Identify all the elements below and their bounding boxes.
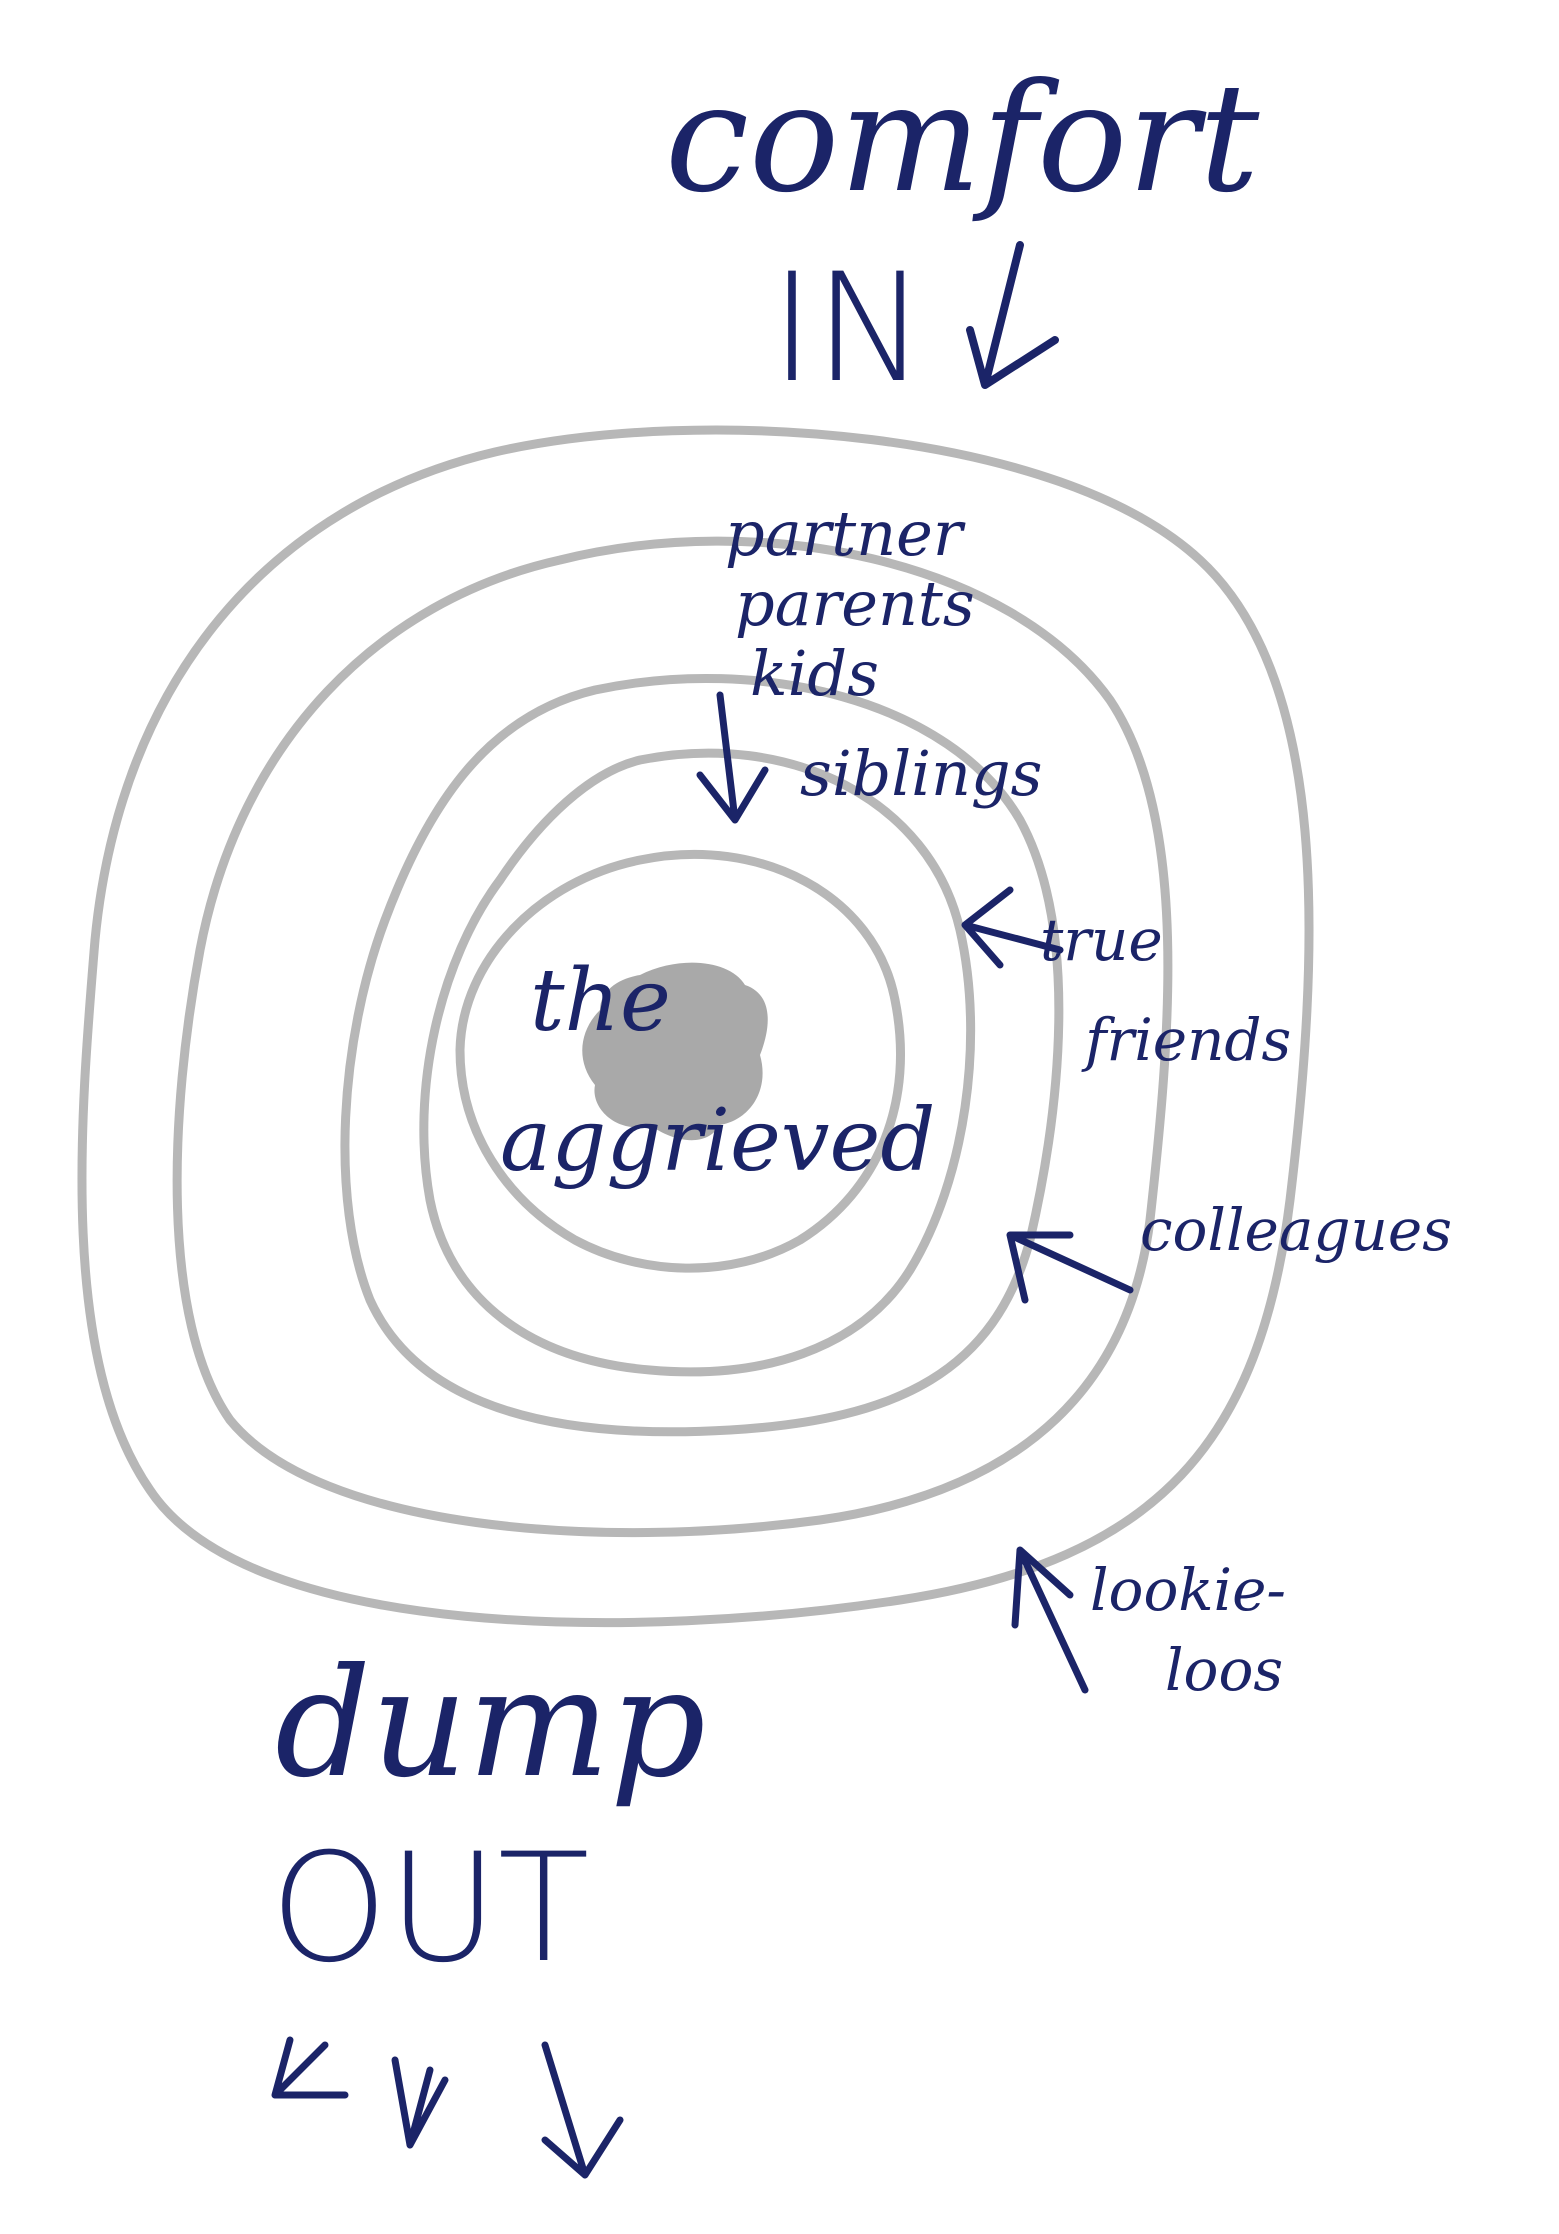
label-siblings: siblings bbox=[800, 737, 1042, 810]
label-the: the bbox=[530, 951, 671, 1051]
ring-2 bbox=[419, 748, 976, 1377]
label-kids: kids bbox=[750, 637, 879, 710]
label-aggrieved: aggrieved bbox=[500, 1091, 935, 1191]
ring-outer bbox=[77, 425, 1314, 1628]
in-heading: IN bbox=[770, 242, 926, 416]
dump-heading: dump bbox=[275, 1637, 706, 1811]
label-partner: partner bbox=[725, 497, 966, 570]
label-loos: loos bbox=[1165, 1636, 1283, 1704]
out-heading: OUT bbox=[270, 1822, 589, 1996]
label-friends: friends bbox=[1081, 1006, 1291, 1074]
arrow-down-icon bbox=[696, 691, 769, 824]
label-colleagues: colleagues bbox=[1140, 1196, 1452, 1264]
arrow-up-left-icon bbox=[1006, 1231, 1134, 1304]
arrow-down-icon bbox=[391, 2056, 449, 2149]
arrow-down-icon bbox=[966, 241, 1059, 389]
rings bbox=[77, 425, 1314, 1628]
center-blot bbox=[582, 962, 768, 1141]
arrow-up-left-icon bbox=[1011, 1546, 1089, 1694]
ring-3 bbox=[340, 673, 1064, 1437]
ring-4 bbox=[172, 536, 1173, 1538]
label-parents: parents bbox=[735, 567, 975, 640]
arrow-left-icon bbox=[961, 886, 1064, 969]
arrow-down-left-icon bbox=[271, 2036, 349, 2099]
label-lookie: lookie- bbox=[1090, 1556, 1286, 1624]
arrow-down-icon bbox=[541, 2041, 624, 2179]
label-true: true bbox=[1040, 906, 1163, 974]
ring-inner bbox=[455, 849, 905, 1273]
comfort-heading: comfort bbox=[665, 52, 1260, 226]
